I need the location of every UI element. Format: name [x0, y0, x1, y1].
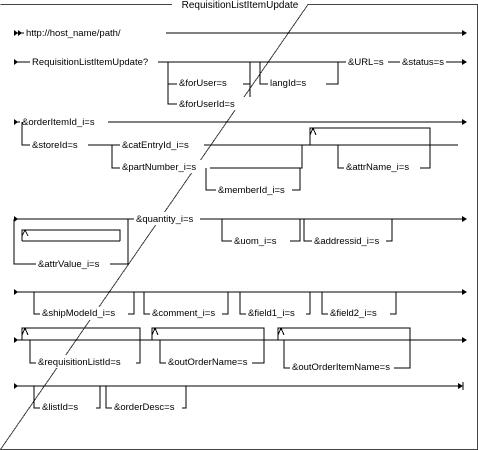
continue-arrow-icon — [462, 59, 467, 65]
token-ship-mode-id: &shipModeId_i=s — [42, 308, 115, 319]
token-for-user-id: &forUserId=s — [179, 99, 235, 110]
row-url-prefix: http://host_name/path/ — [14, 26, 467, 39]
continue-start-arrow-icon — [14, 216, 18, 222]
continue-start-arrow-icon — [14, 337, 18, 343]
token-field1: &field1_i=s — [248, 308, 295, 319]
token-cat-entry-id: &catEntryId_i=s — [122, 140, 189, 151]
diagram-title: RequisitionListItemUpdate — [182, 0, 299, 11]
continue-arrow-icon — [462, 119, 467, 125]
token-url: &URL=s — [348, 57, 384, 68]
token-quantity: &quantity_i=s — [136, 214, 194, 225]
end-arrow-icon — [458, 383, 463, 389]
continue-arrow-icon — [462, 216, 467, 222]
row-quantity: &attrValue_i=s &quantity_i=s &uom_i=s &a… — [13, 212, 467, 270]
token-attr-value: &attrValue_i=s — [38, 259, 100, 270]
continue-start-arrow-icon — [14, 59, 18, 65]
token-address-id: &addressid_i=s — [314, 236, 379, 247]
continue-arrow-icon — [462, 289, 467, 295]
row-order-item: &orderItemId_i=s &storeId=s &catEntryId_… — [14, 115, 467, 196]
token-uom: &uom_i=s — [234, 236, 277, 247]
token-store-id: &storeId=s — [32, 140, 78, 151]
row-requisition-list: &requisitionListId=s &outOrderName=s &ou… — [14, 326, 467, 373]
token-lang-id: langId=s — [270, 78, 306, 89]
token-list-id: &listId=s — [42, 402, 78, 413]
row-list-id: &listId=s &orderDesc=s — [14, 382, 464, 414]
row-command: RequisitionListItemUpdate? &forUser=s &f… — [14, 55, 467, 110]
token-url-prefix: http://host_name/path/ — [26, 28, 121, 39]
row-ship-mode: &shipModeId_i=s &comment_i=s &field1_i=s… — [14, 289, 467, 320]
token-part-number: &partNumber_i=s — [122, 162, 196, 173]
token-order-desc: &orderDesc=s — [114, 402, 175, 413]
token-requisition-list-id: &requisitionListId=s — [38, 357, 121, 368]
token-attr-name: &attrName_i=s — [346, 162, 409, 173]
token-order-item-id: &orderItemId_i=s — [22, 117, 95, 128]
continue-start-arrow-icon — [14, 119, 18, 125]
continue-arrow-icon — [462, 30, 467, 36]
start-double-arrow-icon — [14, 30, 22, 36]
continue-arrow-icon — [462, 337, 467, 343]
token-command: RequisitionListItemUpdate? — [32, 57, 148, 68]
token-out-order-name: &outOrderName=s — [168, 357, 248, 368]
continue-start-arrow-icon — [14, 383, 18, 389]
token-for-user: &forUser=s — [179, 78, 227, 89]
token-field2: &field2_i=s — [330, 308, 377, 319]
token-status: &status=s — [402, 57, 444, 68]
token-comment: &comment_i=s — [152, 308, 215, 319]
token-member-id: &memberId_i=s — [218, 185, 285, 196]
continue-start-arrow-icon — [14, 289, 18, 295]
token-out-order-item-name: &outOrderItemName=s — [292, 362, 390, 373]
